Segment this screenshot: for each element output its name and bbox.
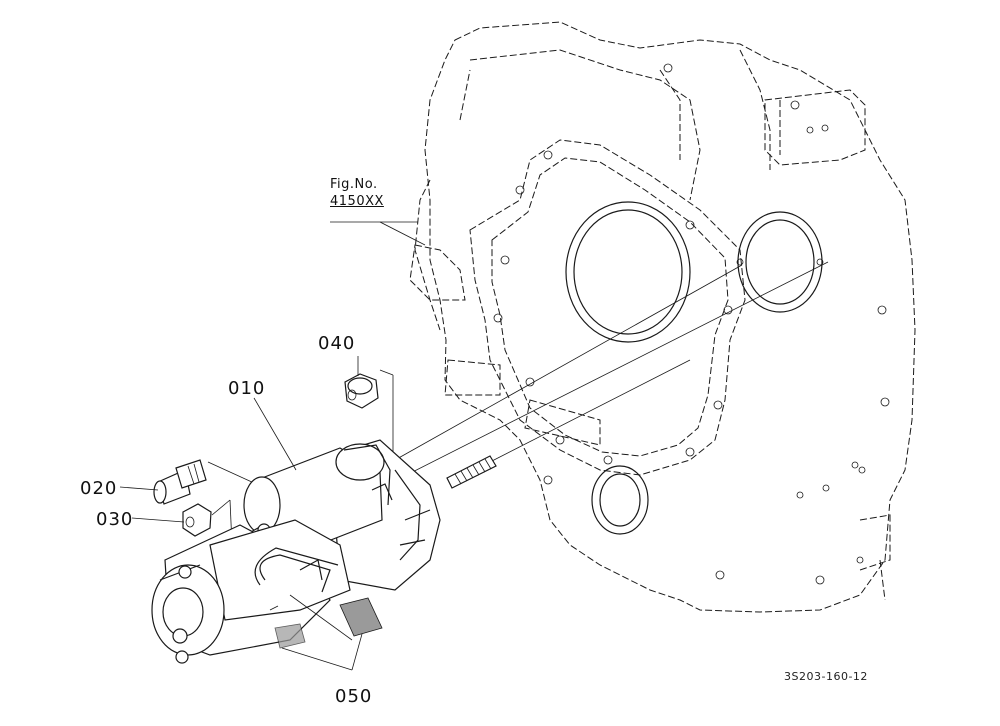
starter-motor-010 (151, 439, 441, 664)
figure-reference-number[interactable]: 4150XX (330, 194, 384, 209)
figure-reference-label: Fig.No. (330, 177, 378, 192)
figure-reference: Fig.No. 4150XX (330, 176, 384, 210)
callout-010[interactable]: 010 (228, 378, 266, 399)
callout-020[interactable]: 020 (80, 478, 118, 499)
drawing-code: 3S203-160-12 (784, 670, 868, 683)
callout-leaders (119, 356, 359, 641)
callout-040[interactable]: 040 (318, 333, 356, 354)
nut-030 (182, 503, 212, 537)
callout-030[interactable]: 030 (96, 509, 134, 530)
nut-040 (344, 373, 379, 409)
shims-050 (269, 597, 383, 671)
gear-case-housing (409, 21, 916, 613)
stud-bolt (446, 455, 497, 489)
bolt-020 (153, 459, 207, 505)
callout-050[interactable]: 050 (335, 686, 373, 707)
